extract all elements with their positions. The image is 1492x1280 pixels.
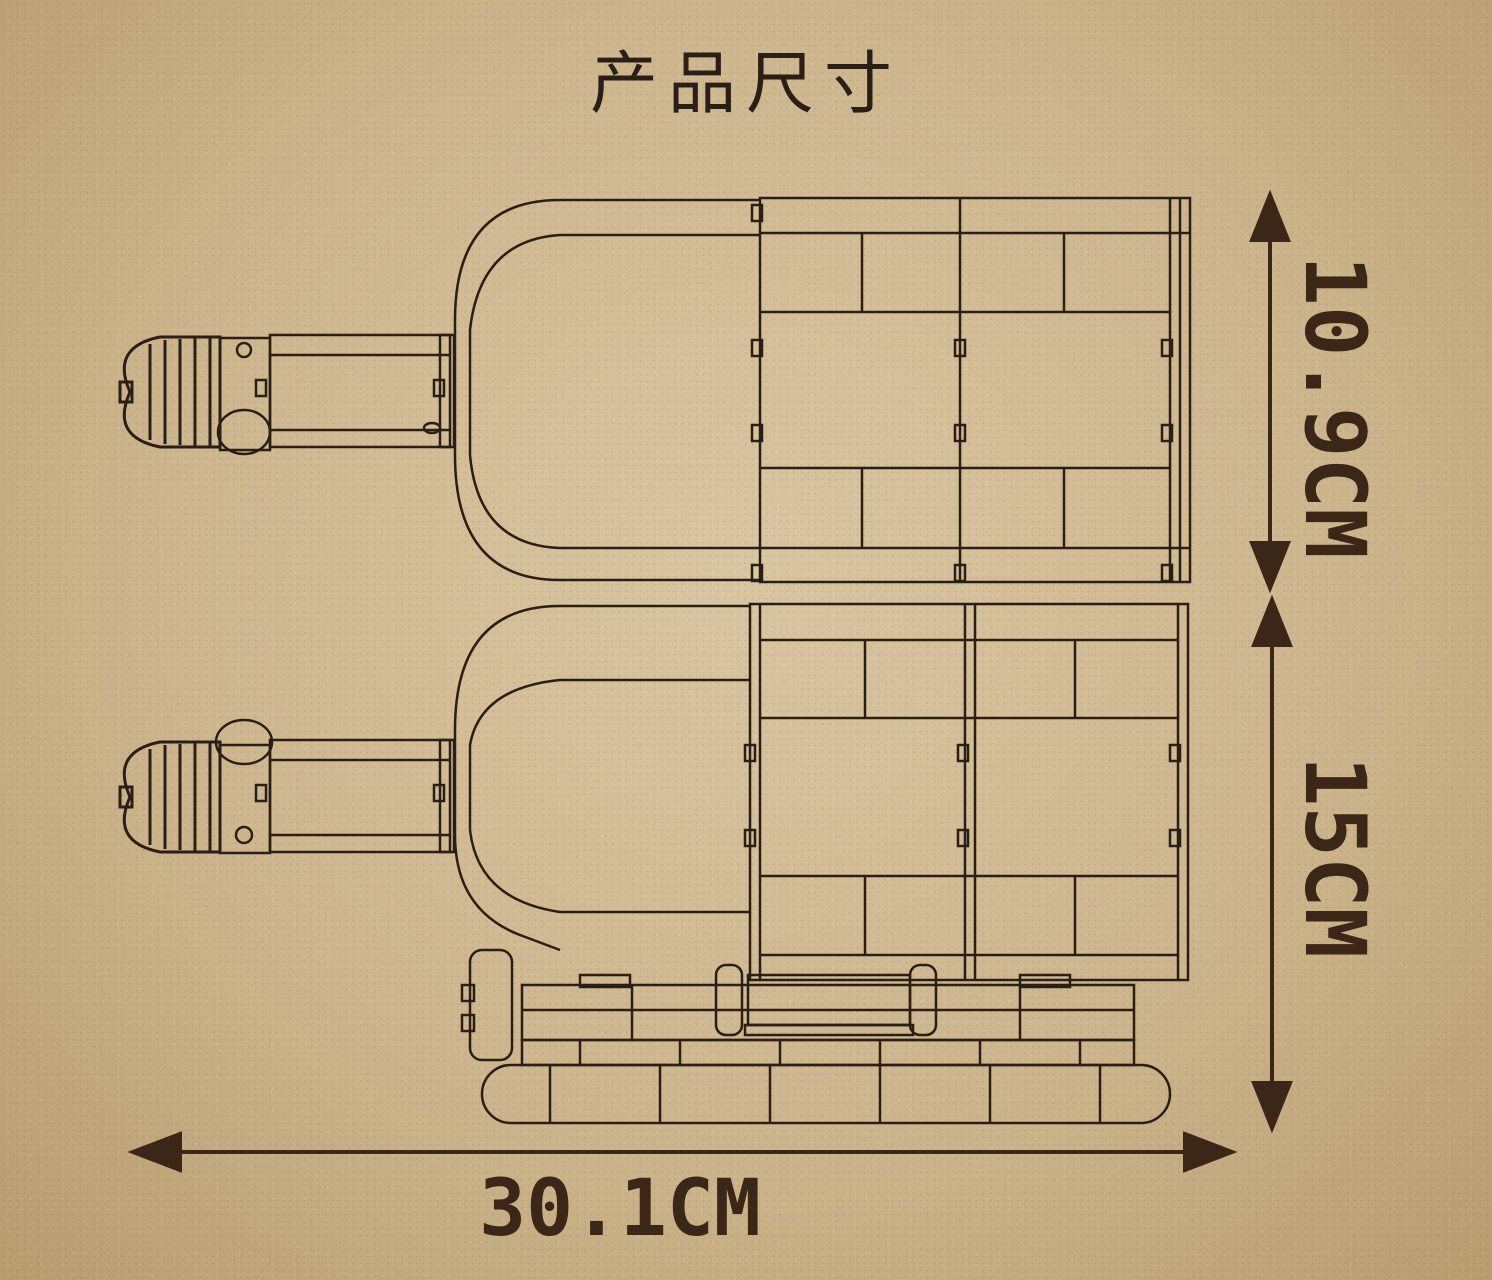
side-view-drawing <box>214 602 1190 1125</box>
side-lamp-icon <box>118 740 222 854</box>
height-bottom-arrow-up-icon <box>1251 594 1293 647</box>
width-label: 30.1CM <box>479 1164 761 1254</box>
height-bottom-arrow-down-icon <box>1251 1081 1293 1134</box>
top-lamp-icon <box>118 335 222 449</box>
page-title: 产品尺寸 <box>589 45 902 124</box>
height-bottom-label: 15CM <box>1286 755 1384 959</box>
height-top-arrow-up-icon <box>1249 189 1291 242</box>
width-arrow-right-icon <box>1183 1131 1238 1173</box>
width-arrow-left-icon <box>127 1131 182 1173</box>
height-top-arrow-down-icon <box>1249 541 1291 594</box>
height-top-label: 10.9CM <box>1286 255 1384 559</box>
top-view-drawing <box>216 196 1192 584</box>
